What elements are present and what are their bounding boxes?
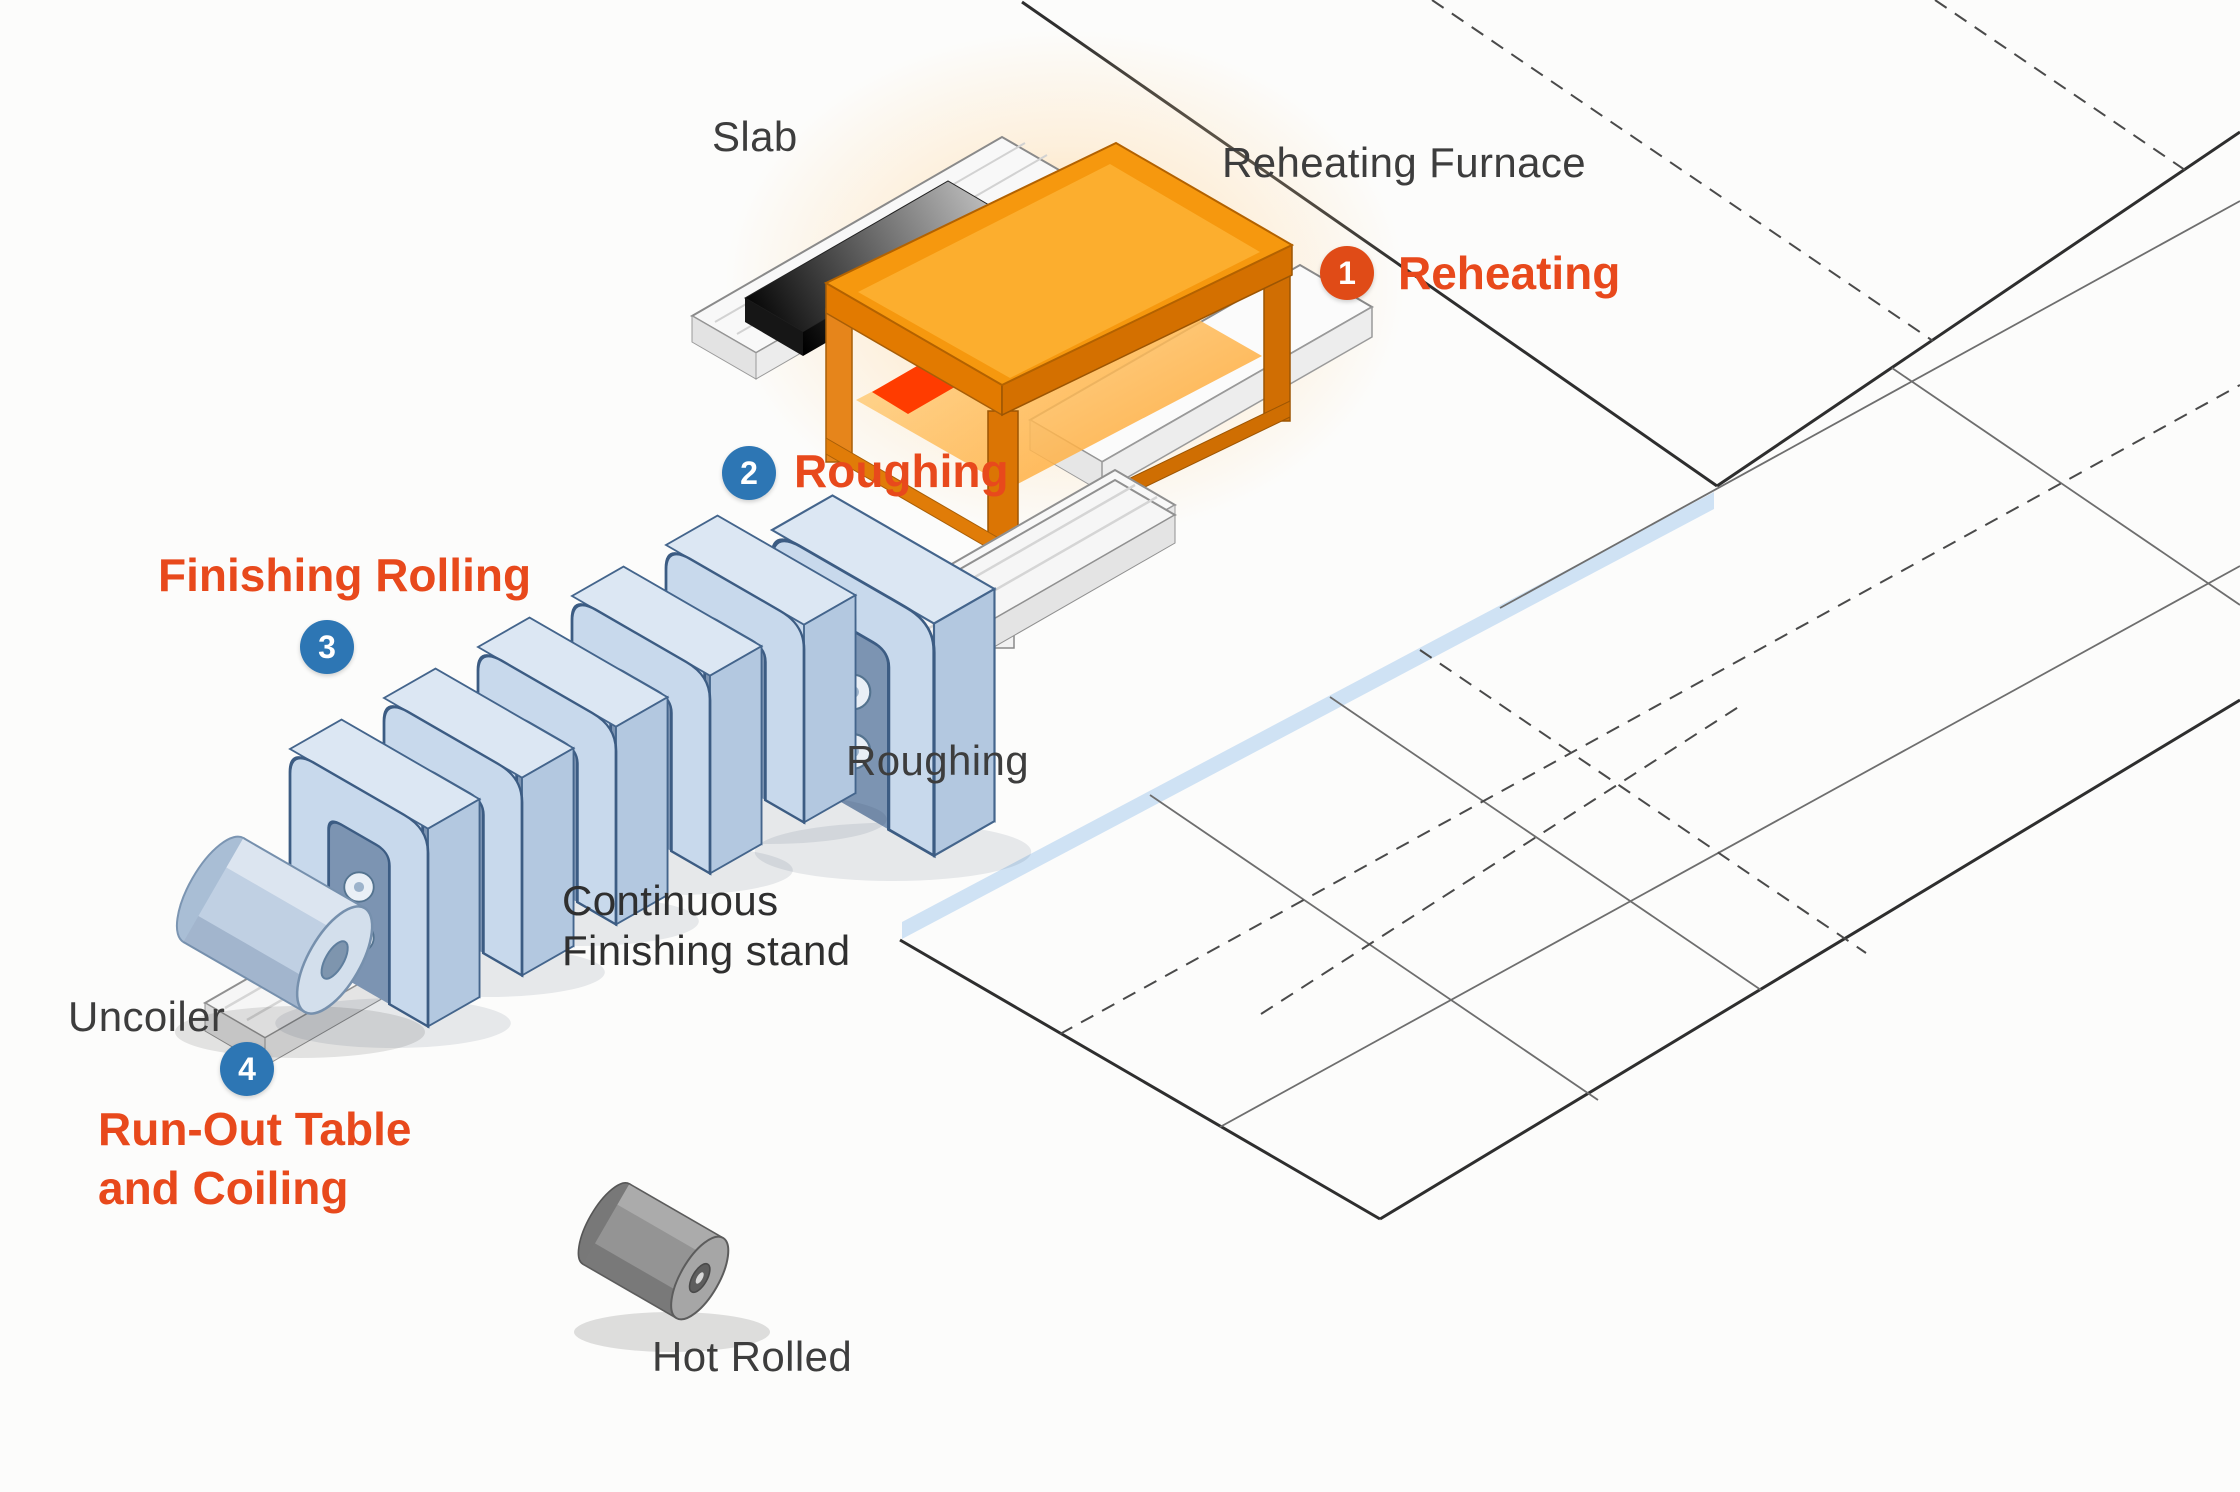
continuous-finishing-stand-label-line1: Continuous: [562, 877, 779, 924]
slab-label: Slab: [712, 113, 798, 160]
reheating-furnace: [823, 141, 1295, 574]
runout-step-label: Run-Out Table and Coiling: [98, 1100, 411, 1218]
finishing-rolling-step-label: Finishing Rolling: [158, 549, 532, 601]
hot-rolled-coil: [577, 1182, 730, 1321]
continuous-finishing-stand-label-line2: Finishing stand: [562, 926, 851, 974]
walkway-stripe: [902, 492, 1714, 939]
uncoiler-label: Uncoiler: [68, 993, 226, 1040]
hot-rolled-label: Hot Rolled: [652, 1333, 853, 1380]
floor-grid: [899, 0, 2240, 1221]
reheating-furnace-label: Reheating Furnace: [1222, 139, 1587, 186]
reheating-step-label: Reheating: [1398, 247, 1621, 299]
roughing-machine-label: Roughing: [846, 737, 1030, 784]
step-2-badge: 2: [722, 446, 776, 500]
runout-step-label-line1: Run-Out Table: [98, 1103, 412, 1155]
uncoiler-coil: [175, 835, 374, 1015]
roughing-step-label: Roughing: [794, 445, 1009, 497]
step-3-badge: 3: [300, 620, 354, 674]
continuous-finishing-stand-label: Continuous Finishing stand: [562, 876, 851, 975]
runout-step-label-line2: and Coiling: [98, 1161, 349, 1214]
step-1-badge: 1: [1320, 246, 1374, 300]
step-4-badge: 4: [220, 1042, 274, 1096]
